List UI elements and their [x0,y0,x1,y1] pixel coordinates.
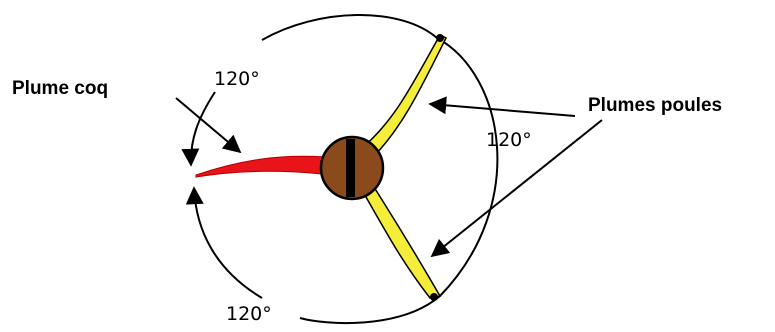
label-angle-right: 120° [486,129,532,151]
hen-feather-upper [360,34,448,160]
arc-bottom [299,295,441,325]
label-angle-top: 120° [214,68,260,90]
arc-right [436,37,499,297]
rooster-feather [195,155,326,178]
label-hen-feathers: Plumes poules [588,95,722,116]
hen-feather-lower-tip [430,293,438,301]
arc-top [261,14,438,41]
hen-feather-upper-tip [436,34,444,42]
label-angle-bottom: 120° [226,303,272,325]
pointer-arrow-rooster [175,97,242,154]
arc-left-upper [181,91,216,167]
nock-slot [346,139,355,197]
hen-feather-lower [360,182,442,299]
pointer-arrow-hen-upper [428,96,576,117]
pointer-arrow-hen-lower [430,119,603,258]
label-rooster-feather: Plume coq [12,78,108,99]
arc-left-lower [185,186,263,299]
